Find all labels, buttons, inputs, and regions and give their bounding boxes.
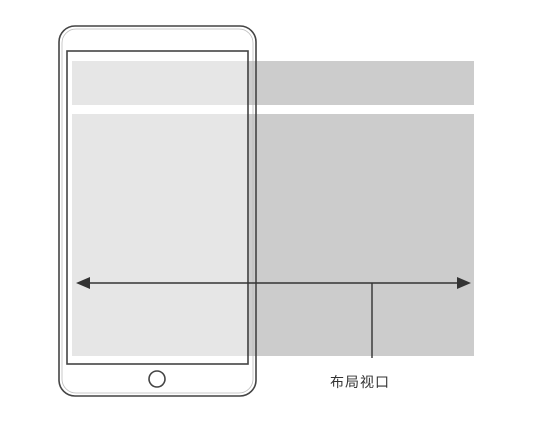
phone-body-inner-edge	[61, 28, 254, 394]
screen-body-block	[72, 114, 247, 356]
phone-screen	[66, 50, 249, 365]
phone-body	[58, 25, 257, 397]
screen-header-block	[72, 61, 247, 105]
diagram-caption: 布局视口	[330, 375, 390, 391]
arrowhead-right-icon	[457, 277, 471, 289]
phone-device	[58, 25, 257, 397]
home-button-icon	[148, 370, 166, 388]
width-arrow	[76, 277, 471, 289]
arrowhead-left-icon	[76, 277, 90, 289]
